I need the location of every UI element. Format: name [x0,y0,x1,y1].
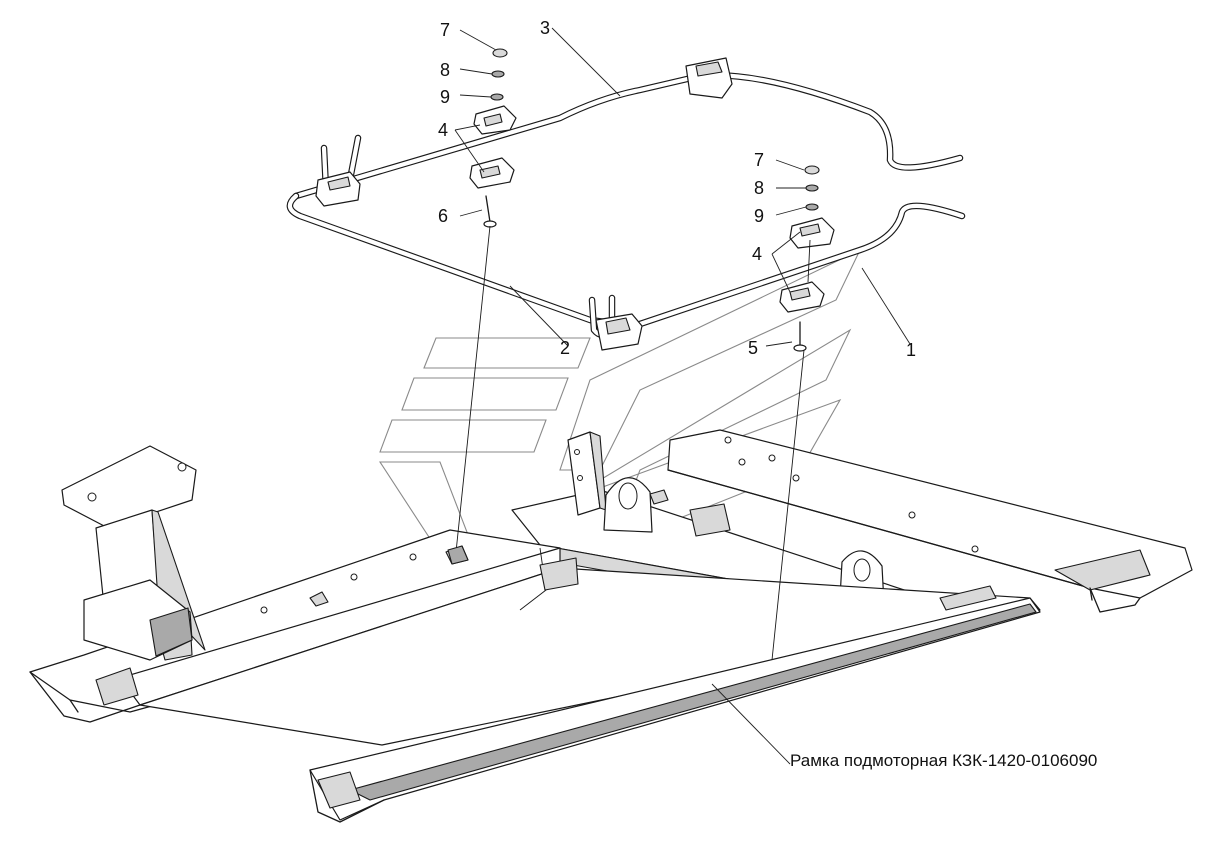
callout-4-right: 4 [752,244,762,264]
callout-4-left: 4 [438,120,448,140]
callout-6: 6 [438,206,448,226]
callout-8-left: 8 [440,60,450,80]
fastener-stack-left [447,48,517,565]
engine-mount-bracket [61,445,206,661]
rear-beam [667,429,1193,613]
fastener-stack-right [771,165,835,661]
frame-caption: Рамка подмоторная КЗК-1420-0106090 [790,751,1097,770]
callout-2: 2 [560,338,570,358]
callout-1: 1 [906,340,916,360]
side-rail [309,503,1041,823]
pipe-clamps [315,57,733,351]
callout-7-right: 7 [754,150,764,170]
callout-8-right: 8 [754,178,764,198]
callout-numbers: 7 8 9 4 6 3 7 8 9 4 5 2 1 [438,18,916,360]
callout-5: 5 [748,338,758,358]
callout-3: 3 [540,18,550,38]
callout-7-left: 7 [440,20,450,40]
callout-9-left: 9 [440,87,450,107]
pipe-assembly [286,72,966,339]
callout-9-right: 9 [754,206,764,226]
leader-lines [454,27,911,765]
